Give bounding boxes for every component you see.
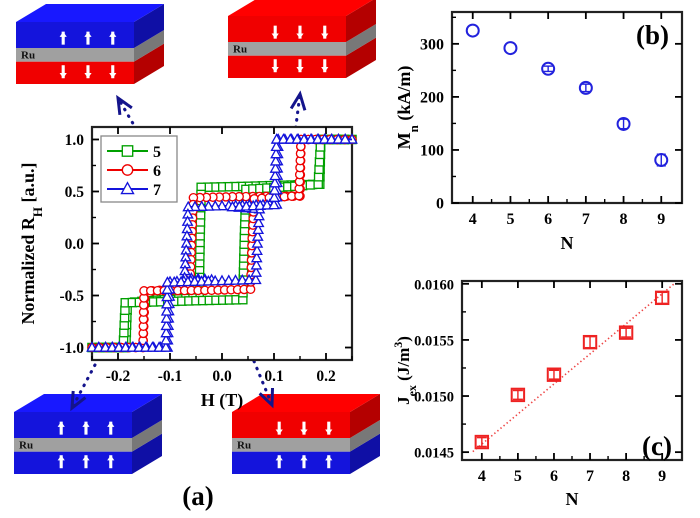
panel-a-xtick-label: -0.1 [158, 368, 183, 385]
panel-c-ytick-label: 0.0155 [414, 333, 454, 349]
panel-a-legend-label: 6 [153, 163, 161, 180]
ru-layer-label: Ru [237, 440, 251, 452]
panel-a: -0.2 -0.1 0.0 0.1 0.2 -1.0 -0.5 0.0 0.5 1.0 H (T) N… [18, 125, 358, 511]
panel-c-xtick-label: 6 [550, 468, 558, 485]
panel-b-xtick-label: 5 [506, 211, 514, 228]
schematic-top-left: Ru [16, 4, 164, 84]
panel-a-tag: (a) [182, 481, 213, 511]
magnetization-arrows-up [275, 455, 333, 469]
ru-layer-label: Ru [19, 440, 33, 452]
panel-a-xtick-label: 0.1 [264, 368, 283, 385]
panel-b-datapoints [465, 23, 669, 168]
panel-b-xtick-label: 9 [657, 211, 665, 228]
magnetization-arrows-down [271, 59, 329, 73]
panel-c-ytick-label: 0.0150 [414, 390, 454, 406]
panel-c-xtick-label: 4 [478, 468, 486, 485]
panel-b-ytick-label: 300 [420, 36, 444, 53]
ru-layer-label: Ru [21, 50, 35, 62]
magnetization-arrows-up [57, 455, 115, 469]
panel-b-ticks: 4 5 6 7 8 9 0 100 200 300 [420, 12, 682, 228]
panel-a-ytick-label: -0.5 [59, 288, 84, 305]
panel-c-ytick-label: 0.0160 [414, 277, 454, 293]
panel-a-legend-item: 7 [107, 181, 161, 199]
panel-c-datapoint [582, 334, 598, 350]
panel-b-datapoint [503, 41, 518, 56]
panel-a-ytick-label: -1.0 [59, 340, 84, 357]
panel-b-xtick-label: 8 [620, 211, 628, 228]
panel-b-xtick-label: 4 [469, 211, 477, 228]
panel-b-ytick-label: 200 [420, 89, 444, 106]
panel-a-ytick-label: 1.0 [65, 132, 85, 149]
panel-b-datapoint [578, 80, 593, 95]
panel-c-datapoints [474, 290, 670, 450]
panel-c-plot-frame [460, 279, 684, 462]
panel-a-ticks: -0.2 -0.1 0.0 0.1 0.2 -1.0 -0.5 0.0 0.5 1.0 [59, 127, 353, 385]
schematic-bottom-left: Ru [14, 394, 162, 474]
panel-a-legend-item: 5 [107, 144, 161, 161]
panel-b-ytick-label: 0 [436, 196, 444, 213]
panel-a-legend-label: 5 [153, 144, 161, 161]
conn-top-left [116, 94, 177, 197]
magnetization-arrows-down [275, 421, 333, 435]
schematic-top-right: Ru [228, 0, 376, 78]
panel-c-tag: (c) [642, 431, 672, 461]
magnetization-arrows-down [59, 65, 117, 79]
panel-a-legend: 5 6 7 [100, 135, 178, 203]
panel-a-legend-item: 6 [107, 163, 161, 180]
panel-c-ticks: 4 5 6 7 8 9 0.0145 0.0150 0.0155 0.0160 [414, 277, 682, 485]
panel-a-yaxis-label: Normalized RH [a.u.] [18, 162, 45, 324]
conn-bottom-right [226, 296, 275, 409]
panel-b-yaxis-label: Mn (kA/m) [394, 66, 421, 150]
panel-a-xaxis-label: H (T) [201, 390, 244, 411]
panel-c-datapoint [618, 325, 634, 340]
panel-c-xtick-label: 8 [622, 468, 630, 485]
panel-a-xtick-label: 0.2 [316, 368, 336, 385]
panel-a-legend-label: 7 [153, 182, 161, 199]
panel-a-ytick-label: 0.0 [65, 236, 85, 253]
magnetization-arrows-down [271, 25, 329, 39]
magnetization-arrows-up [57, 421, 115, 435]
panel-b-datapoint [616, 116, 631, 131]
panel-b-tag: (b) [636, 20, 669, 50]
panel-b-xaxis-label: N [561, 233, 574, 253]
panel-a-xtick-label: 0.0 [212, 368, 232, 385]
panel-b-datapoint [654, 153, 669, 168]
panel-c-xtick-label: 7 [586, 468, 594, 485]
panel-c-datapoint [474, 434, 490, 450]
panel-a-series-7 [86, 133, 358, 352]
panel-c-datapoint [546, 367, 562, 382]
panel-b-datapoint [465, 23, 480, 38]
panel-b-xtick-label: 7 [582, 211, 590, 228]
panel-b-ytick-label: 100 [420, 142, 444, 159]
panel-c-xtick-label: 5 [514, 468, 522, 485]
panel-a-xtick-label: -0.2 [106, 368, 131, 385]
panel-b-plot-frame [450, 10, 684, 205]
panel-b-datapoint [541, 61, 556, 76]
schematic-bottom-right: Ru [232, 394, 380, 474]
panel-a-ytick-label: 0.5 [65, 184, 85, 201]
ru-layer-label: Ru [233, 44, 247, 56]
magnetization-arrows-up [59, 31, 117, 45]
panel-c-xaxis-label: N [566, 489, 579, 509]
panel-c-xtick-label: 9 [658, 468, 666, 485]
panel-b-xtick-label: 6 [544, 211, 552, 228]
panel-c-datapoint [510, 387, 526, 403]
panel-c-ytick-label: 0.0145 [414, 446, 454, 462]
panel-c-datapoint [654, 290, 670, 306]
